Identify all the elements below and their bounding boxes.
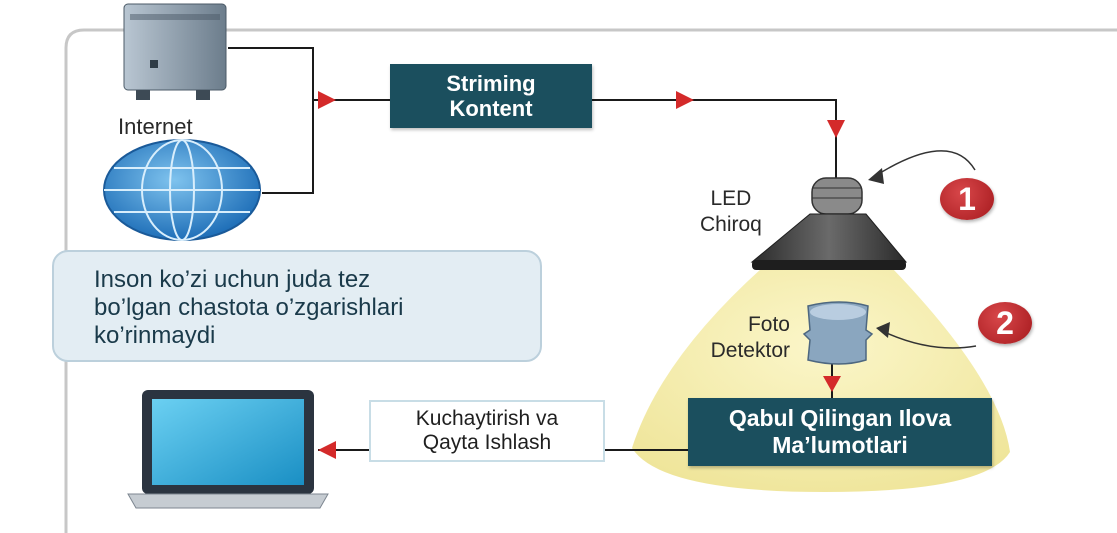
streaming-line-1: Striming <box>446 71 536 96</box>
note-box: Inson ko’zi uchun juda tez bo’lgan chast… <box>52 250 542 362</box>
note-line-2: bo’lgan chastota o’zgarishlari <box>94 294 404 321</box>
led-bulb-icon <box>750 177 908 270</box>
server-icon <box>123 3 227 100</box>
led-label: LED Chiroq <box>700 186 762 238</box>
processing-line-2: Qayta Ishlash <box>422 431 552 454</box>
led-label-line-1: LED <box>710 187 752 210</box>
callout-arrow-1 <box>868 168 884 184</box>
laptop-icon <box>127 390 329 509</box>
photo-label-line-1: Foto <box>747 313 790 336</box>
processing-box: Kuchaytirish va Qayta Ishlash <box>369 400 605 462</box>
received-line-1: Qabul Qilingan Ilova <box>728 405 952 431</box>
photo-detector-icon <box>802 301 874 365</box>
arrow-to-led-horizontal <box>676 91 694 109</box>
arrow-to-laptop <box>318 441 336 459</box>
globe-icon <box>103 139 261 241</box>
arrow-down-to-led <box>827 120 845 138</box>
callout-curves <box>871 150 977 349</box>
note-line-1: Inson ko’zi uchun juda tez <box>94 266 371 293</box>
arrow-to-streaming <box>318 91 336 109</box>
led-label-line-2: Chiroq <box>700 213 762 236</box>
photo-label-line-2: Detektor <box>710 339 790 362</box>
callout-arrow-2 <box>876 322 890 338</box>
note-line-3: ko’rinmaydi <box>94 322 216 349</box>
arrow-down-to-received <box>823 376 841 392</box>
streaming-line-2: Kontent <box>449 96 533 121</box>
internet-label: Internet <box>118 114 193 139</box>
flow-arrows <box>318 91 845 459</box>
received-line-2: Ma’lumotlari <box>772 432 908 458</box>
step-badge-1: 1 <box>940 178 994 220</box>
photo-detector-label: Foto Detektor <box>668 312 790 364</box>
streaming-content-box: Striming Kontent <box>390 64 592 128</box>
frame-border <box>64 28 1117 533</box>
received-data-box: Qabul Qilingan Ilova Ma’lumotlari <box>688 398 992 466</box>
processing-line-1: Kuchaytirish va <box>415 407 559 430</box>
step-badge-2: 2 <box>978 302 1032 344</box>
